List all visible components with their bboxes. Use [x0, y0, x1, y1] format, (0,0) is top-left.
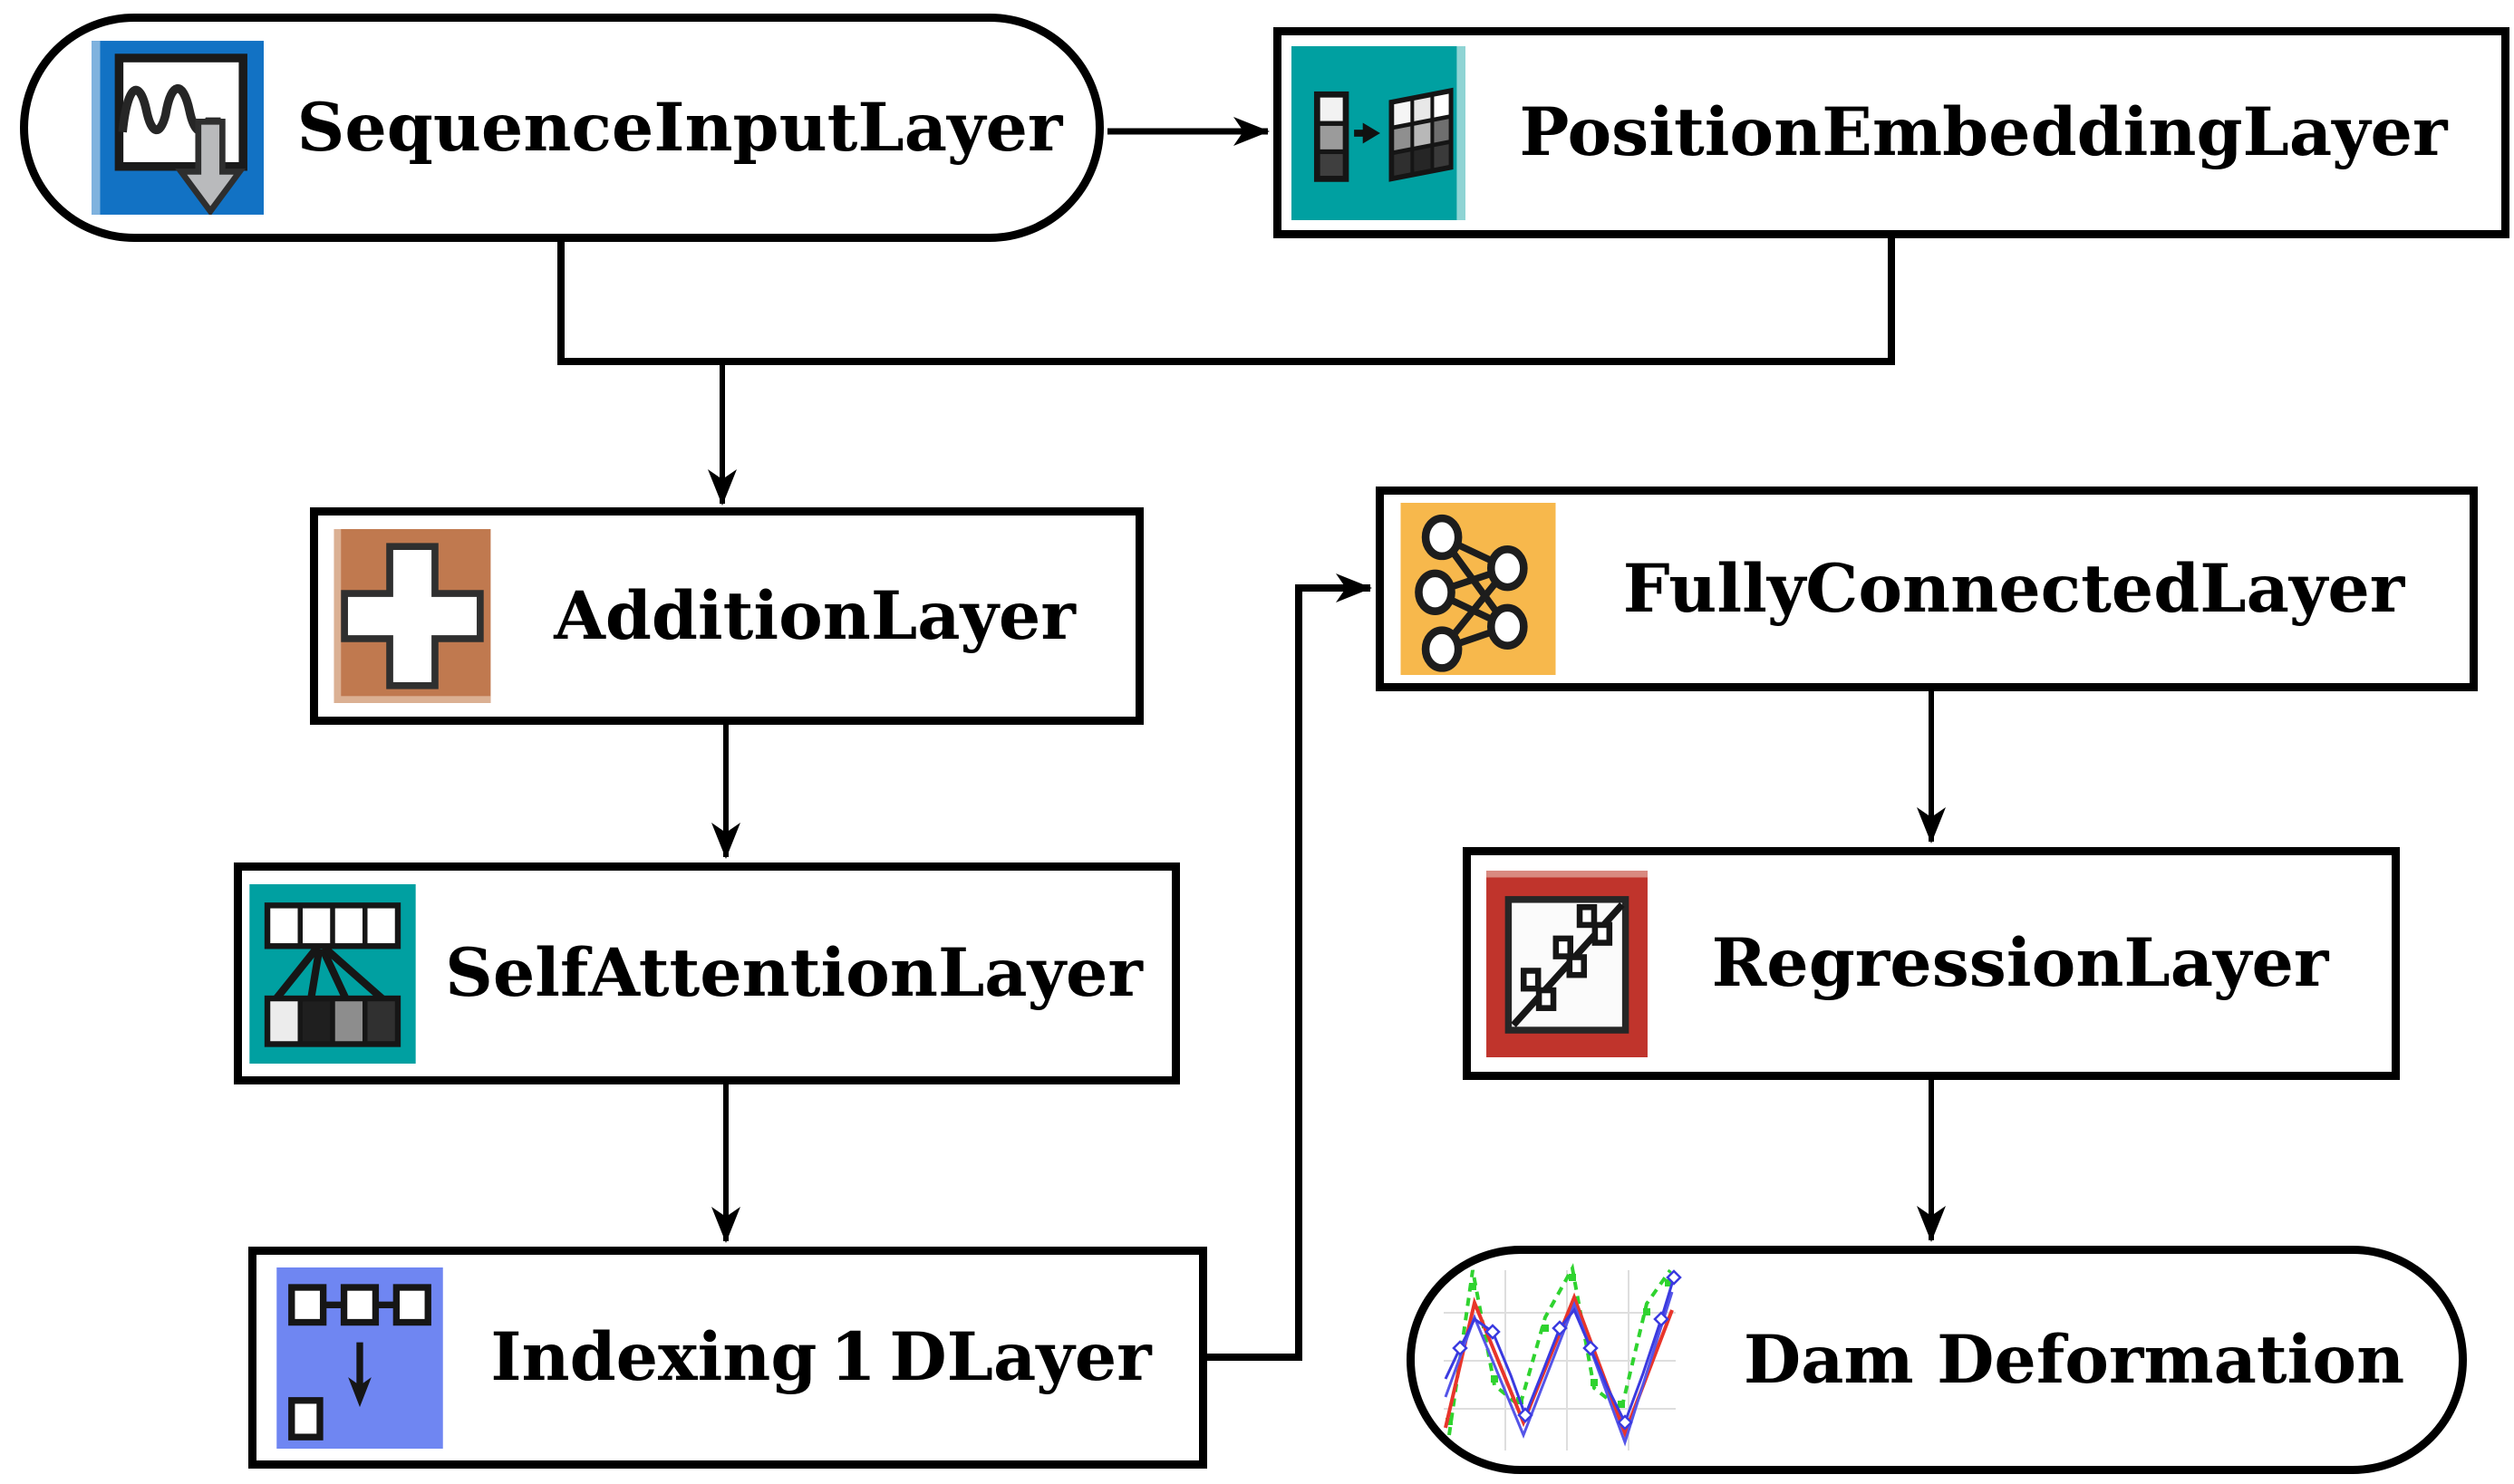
position-embedding-label: PositionEmbeddingLayer: [1519, 93, 2448, 171]
network-graph-icon: [1398, 503, 1558, 675]
node-addition-layer: AdditionLayer: [310, 507, 1144, 725]
sequence-wave-icon: [92, 41, 264, 215]
node-self-attention-layer: SelfAttentionLayer: [234, 862, 1180, 1084]
plus-icon: [331, 529, 494, 703]
sequence-input-label: SequenceInputLayer: [296, 88, 1063, 167]
node-sequence-input-layer: SequenceInputLayer: [20, 14, 1104, 242]
node-position-embedding-layer: PositionEmbeddingLayer: [1273, 27, 2509, 238]
edge-indexing-to-fully-connected: [1207, 573, 1372, 1361]
node-dam-deformation: Dam Deformation: [1407, 1246, 2467, 1474]
indexing-1d-label: Indexing 1 DLayer: [490, 1318, 1152, 1396]
indexing-icon: [276, 1267, 443, 1449]
regression-label: RegressionLayer: [1711, 924, 2329, 1002]
scatter-fit-icon: [1485, 870, 1649, 1057]
self-attention-label: SelfAttentionLayer: [445, 934, 1143, 1012]
node-fully-connected-layer: FullyConnectedLayer: [1376, 487, 2478, 691]
fully-connected-label: FullyConnectedLayer: [1622, 549, 2405, 628]
node-regression-layer: RegressionLayer: [1463, 847, 2400, 1080]
position-embedding-icon: [1291, 45, 1465, 220]
addition-label: AdditionLayer: [554, 576, 1076, 655]
deformation-plot-icon: [1440, 1262, 1689, 1458]
dam-deformation-label: Dam Deformation: [1743, 1320, 2405, 1399]
self-attention-icon: [249, 883, 416, 1064]
node-indexing-1d-layer: Indexing 1 DLayer: [248, 1247, 1207, 1469]
